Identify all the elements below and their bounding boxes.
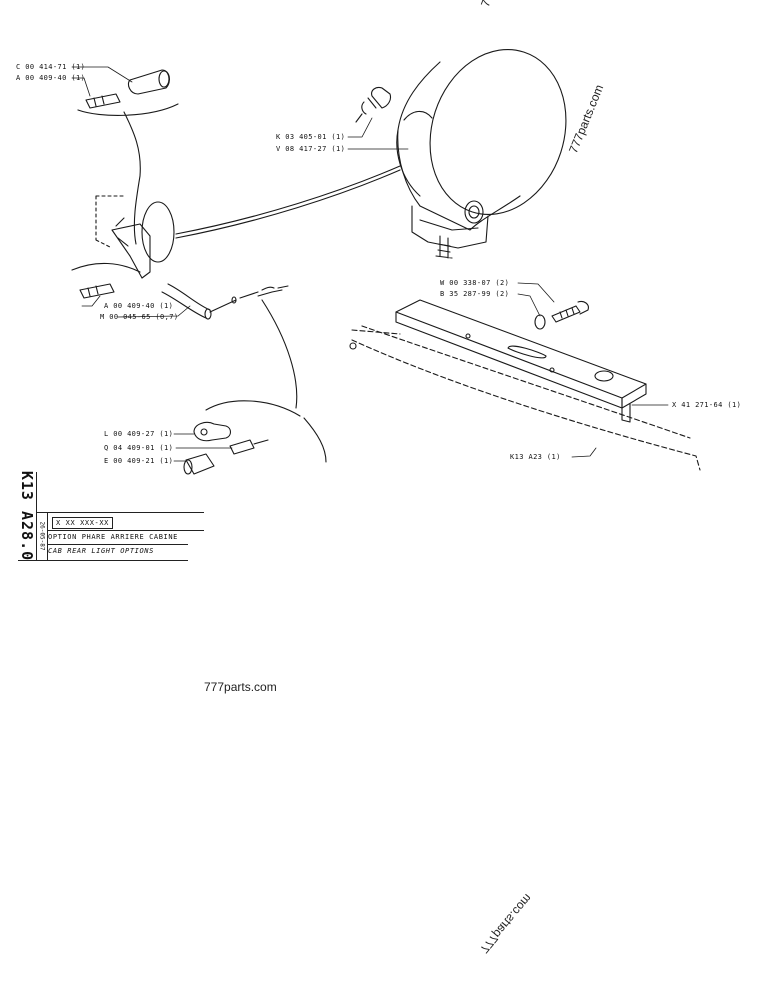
callout-m00-045-65: M 00 045-65 (0,7): [100, 313, 179, 321]
protective-hose: [161, 283, 211, 319]
bulb-drawing: [355, 86, 392, 123]
pin-terminal: [229, 439, 269, 455]
support-bar: [395, 299, 647, 399]
lamp-knob: [464, 200, 484, 224]
callout-w00-338-07: W 00 338-07 (2): [440, 279, 510, 287]
callout-k13-a23: K13 A23 (1): [510, 453, 561, 461]
drawing-code: K13 A28.0: [18, 470, 36, 562]
lamp-bracket: [411, 205, 489, 249]
title-french: OPTION PHARE ARRIERE CABINE: [48, 533, 178, 541]
callout-l00-409-27: L 00 409-27 (1): [104, 430, 174, 438]
part-number: X XX XXX-XX: [52, 517, 113, 529]
lamp-cable: [175, 169, 401, 239]
watermark-middle: 777parts.com: [204, 680, 277, 694]
callout-b35-287-99: B 35 287-99 (2): [440, 290, 510, 298]
lamp-lens-rim: [429, 48, 567, 216]
title-block-code-cell: K13 A28.0: [18, 470, 37, 562]
title-english: CAB REAR LIGHT OPTIONS: [48, 547, 154, 555]
callout-k03-405-01: K 03 405-01 (1): [276, 133, 346, 141]
lamp-mount-bolt: [435, 235, 453, 259]
connector-terminal-lower: [79, 283, 115, 299]
connector-drawing: [71, 69, 327, 475]
callout-x41-271-64: X 41 271-64 (1): [672, 401, 742, 409]
mounting-bolt: [551, 305, 581, 323]
drawing-date: 26-05-87: [38, 521, 46, 551]
lamp-rear-cone: [396, 110, 433, 197]
connector-terminal-top: [85, 93, 121, 109]
connector-housing: [141, 201, 175, 263]
callout-v08-417-27: V 08 417-27 (1): [276, 145, 346, 153]
title-block-date-cell: 26-05-87: [37, 512, 48, 560]
title-block: K13 A28.0 26-05-87 X XX XXX-XX OPTION PH…: [18, 470, 204, 564]
callout-a00-409-40-top: A 00 409-40 (1): [16, 74, 86, 82]
callout-e00-409-21: E 00 409-21 (1): [104, 457, 174, 465]
ring-terminal: [193, 421, 232, 442]
support-bar-drawing: [349, 299, 701, 471]
work-lamp-drawing: [355, 48, 567, 259]
callout-a00-409-40-lower: A 00 409-40 (1): [104, 302, 174, 310]
mounting-washer: [534, 314, 546, 330]
callout-c00-414-71: C 00 414-71 (1): [16, 63, 86, 71]
callout-leaders: [71, 66, 669, 462]
cab-frame-dashed: [351, 325, 701, 471]
connector-sleeve: [127, 69, 171, 95]
plug-connector: [185, 453, 215, 475]
callout-q04-409-01: Q 04 409-01 (1): [104, 444, 174, 452]
